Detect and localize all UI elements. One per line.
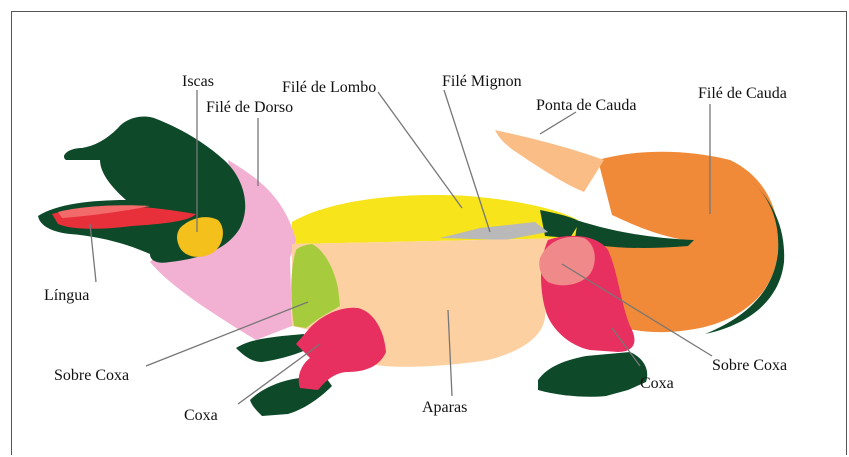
tail-tip-ponta-cauda (495, 130, 604, 192)
label-ponta-cauda: Ponta de Cauda (536, 97, 636, 114)
label-lingua: Língua (44, 287, 89, 304)
label-file-lombo: Filé de Lombo (282, 79, 376, 96)
leader-ponta-cauda (540, 112, 576, 134)
front-foot-upper (236, 334, 306, 362)
label-coxa-right: Coxa (640, 375, 674, 392)
label-file-cauda: Filé de Cauda (698, 85, 787, 102)
label-sobre-coxa-left: Sobre Coxa (54, 367, 129, 384)
label-coxa-left: Coxa (184, 407, 218, 424)
label-sobre-coxa-right: Sobre Coxa (712, 357, 787, 374)
label-iscas: Iscas (182, 73, 214, 90)
rear-foot-right (538, 352, 647, 397)
region-file-lombo (292, 195, 578, 244)
leader-file-lombo (378, 92, 462, 208)
label-file-mignon: Filé Mignon (442, 73, 522, 90)
label-aparas: Aparas (422, 399, 467, 416)
label-file-dorso: Filé de Dorso (206, 99, 293, 116)
